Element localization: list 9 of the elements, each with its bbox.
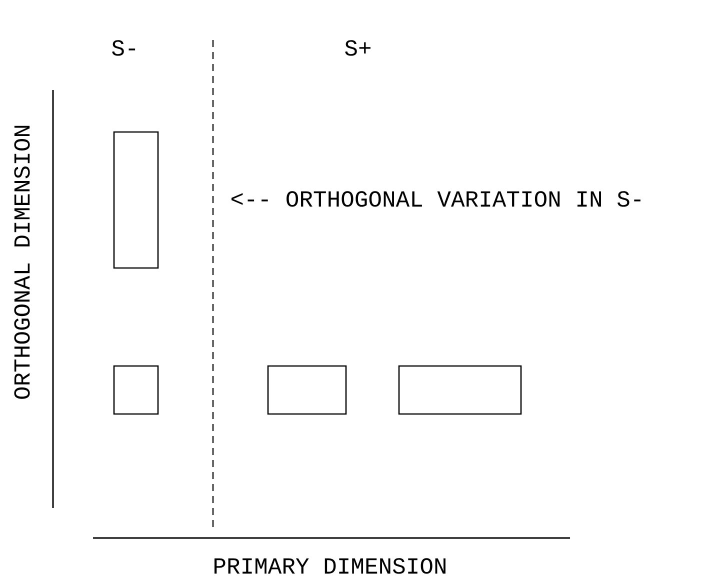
empty-box [113, 365, 159, 415]
column-label: S- [112, 40, 136, 56]
empty-box [267, 365, 347, 415]
empty-box [398, 365, 522, 415]
column-label: S+ [345, 40, 370, 56]
axis-label: ORTHOGONAL DIMENSION [14, 126, 30, 399]
empty-box [113, 131, 159, 269]
axis-label: PRIMARY DIMENSION [214, 558, 446, 574]
annotation-text: <-- ORTHOGONAL VARIATION IN S- [232, 191, 640, 207]
